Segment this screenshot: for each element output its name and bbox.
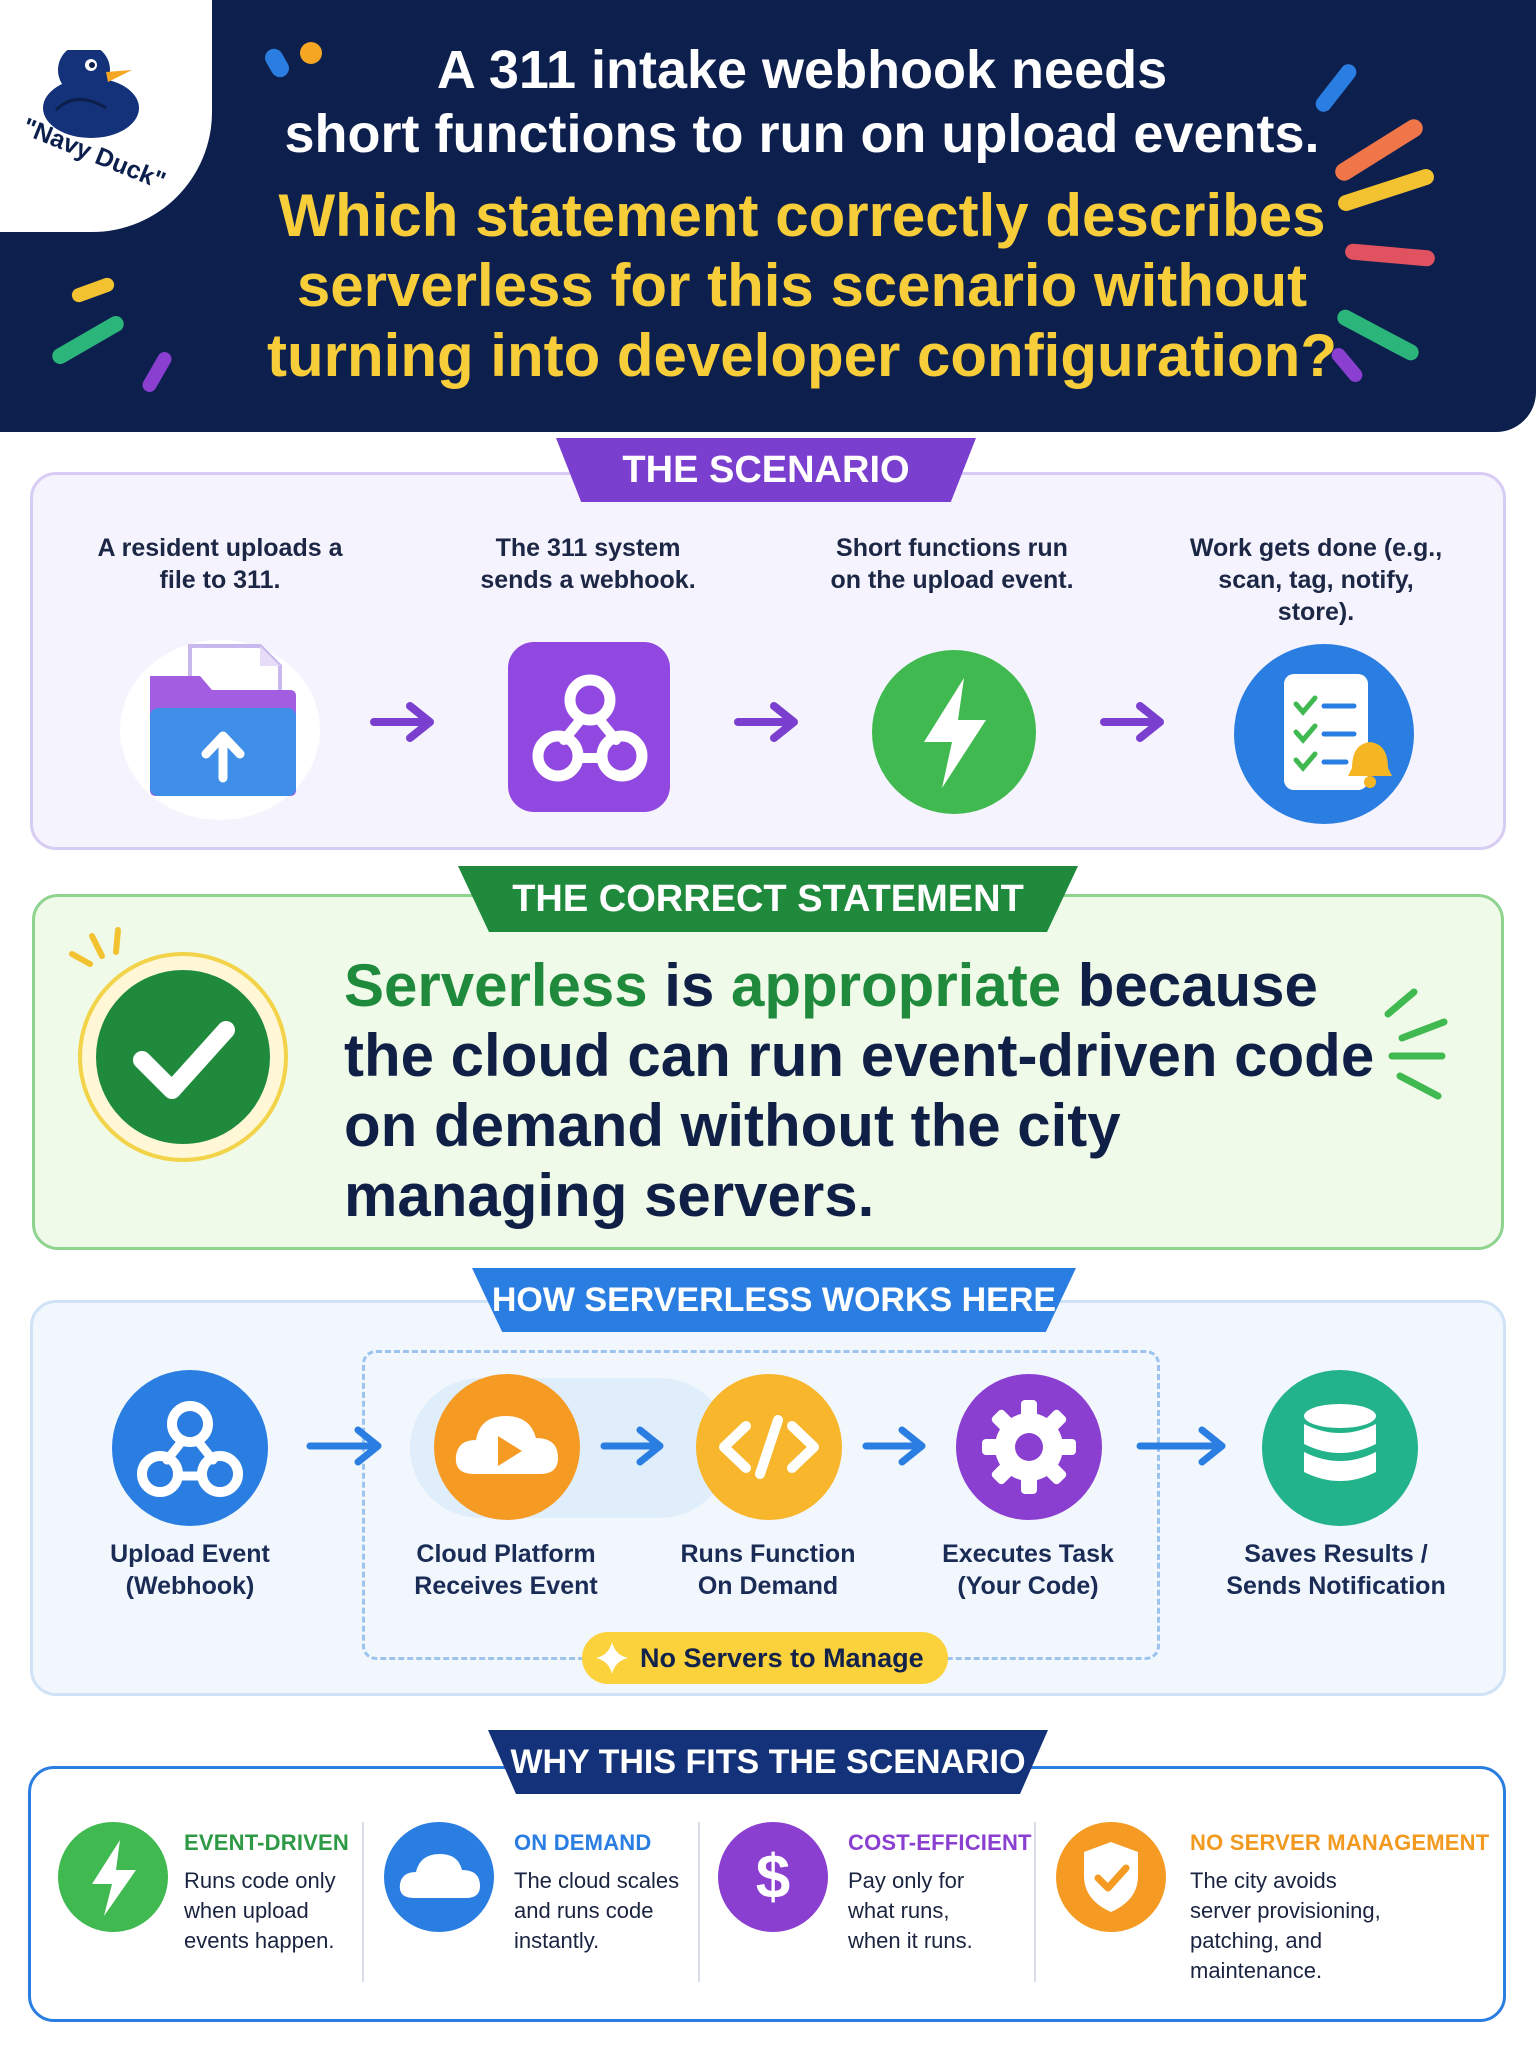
why-text-line: instantly. [514,1928,600,1953]
flow-step-label: Saves Results / Sends Notification [1196,1538,1476,1602]
cloud-play-icon [434,1374,580,1520]
why-text-line: Pay only for [848,1868,965,1893]
sparkle-lines-icon [69,927,121,967]
flow-step-line: Cloud Platform [416,1540,596,1568]
why-text-line: The city avoids [1190,1868,1337,1893]
sparkle-lines-icon [1384,988,1448,1100]
why-text-line: maintenance. [1190,1958,1323,1983]
statement-line-3: on demand without the city [344,1092,1121,1159]
why-item-text: Runs code only when upload events happen. [184,1866,414,1956]
logo-card: "Navy Duck" [0,0,212,232]
flow-step-line: On Demand [697,1572,839,1600]
why-text-line: and runs code [514,1898,654,1923]
statement-label: THE CORRECT STATEMENT [458,866,1078,932]
question-line-4: serverless for this scenario without [296,252,1308,319]
arrow-icon [1100,700,1170,749]
why-item-title: EVENT-DRIVEN [184,1830,349,1855]
why-item-text: The city avoids server provisioning, patch… [1190,1866,1480,1986]
confetti-mark [139,349,175,395]
flow-step-label: Executes Task (Your Code) [908,1538,1148,1602]
why-text-line: what runs, [848,1898,950,1923]
dollar-icon: $ [718,1822,828,1932]
why-text-line: The cloud scales [514,1868,680,1893]
duck-logo-icon [43,32,139,138]
no-servers-badge: No Servers to Manage [582,1632,948,1684]
question-line-1: A 311 intake webhook needs [436,40,1168,100]
svg-text:$: $ [756,1843,790,1912]
no-servers-text: No Servers to Manage [640,1643,924,1673]
statement-keyword-appropriate: appropriate [731,952,1062,1019]
why-text-line: when upload [184,1898,309,1923]
divider [1034,1822,1036,1982]
arrow-icon [1136,1426,1232,1471]
confetti-mark [49,313,127,367]
flow-step-line: Receives Event [414,1572,598,1600]
sparkle-icon [596,1642,628,1674]
cloud-icon [384,1822,494,1932]
flow-step-line: Sends Notification [1226,1572,1446,1600]
flow-step-line: Saves Results / [1244,1540,1428,1568]
statement-line-1: Serverless is appropriate because [344,950,1318,1022]
arrow-icon [734,700,804,749]
why-item-text: Pay only for what runs, when it runs. [848,1866,1078,1956]
arrow-icon [370,700,440,749]
code-icon [696,1374,842,1520]
checkmark-icon [96,970,270,1144]
question-line-2: short functions to run on upload events. [284,104,1320,164]
shield-check-icon [1056,1822,1166,1932]
flow-step-line: (Your Code) [957,1572,1099,1600]
why-label: WHY THIS FITS THE SCENARIO [488,1730,1048,1794]
why-text-line: patching, and [1190,1928,1323,1953]
flow-step-label: Upload Event (Webhook) [70,1538,310,1602]
checklist-bell-icon [1234,644,1414,824]
statement-text: because [1061,952,1318,1019]
scenario-step-text: The 311 system sends a webhook. [480,534,696,594]
statement-text: is [647,952,731,1019]
question-line-5: turning into developer configuration? [267,322,1337,389]
flow-step-line: Executes Task [942,1540,1114,1568]
scenario-step-text: Short functions run on the upload event. [830,534,1074,594]
why-item-text: The cloud scales and runs code instantly. [514,1866,744,1956]
how-label: HOW SERVERLESS WORKS HERE [472,1268,1076,1332]
why-text-line: server provisioning, [1190,1898,1381,1923]
gear-icon [956,1374,1102,1520]
why-text-line: when it runs. [848,1928,973,1953]
question-line-3: Which statement correctly describes [278,182,1326,249]
lightning-icon [872,650,1036,814]
statement-line-2: the cloud can run event-driven code [344,1022,1375,1089]
scenario-step-text: Work gets done (e.g., scan, tag, notify,… [1189,534,1443,626]
why-text-line: Runs code only [184,1868,336,1893]
arrow-icon [600,1426,670,1471]
statement-keyword-serverless: Serverless [344,952,648,1019]
flow-step-line: (Webhook) [125,1572,255,1600]
scenario-step-text: A resident uploads a file to 311. [97,534,343,594]
why-item-title: NO SERVER MANAGEMENT [1190,1830,1490,1855]
why-item-title: COST-EFFICIENT [848,1830,1032,1855]
lightning-icon [58,1822,168,1932]
divider [362,1822,364,1982]
arrow-icon [862,1426,932,1471]
folder-upload-icon [120,640,320,820]
flow-step-line: Upload Event [110,1540,270,1568]
statement-line-4: managing servers. [344,1162,875,1229]
question-header: "Navy Duck" A 311 intake webhook needs s… [0,0,1536,432]
check-badge [78,952,288,1162]
flow-step-label: Runs Function On Demand [648,1538,888,1602]
flow-step-line: Runs Function [680,1540,856,1568]
webhook-icon [508,642,670,812]
why-item-title: ON DEMAND [514,1830,652,1855]
arrow-icon [306,1426,388,1471]
divider [698,1822,700,1982]
database-icon [1262,1370,1418,1526]
confetti-mark [69,275,117,305]
scenario-label: THE SCENARIO [556,438,976,502]
webhook-icon [112,1370,268,1526]
why-text-line: events happen. [184,1928,335,1953]
